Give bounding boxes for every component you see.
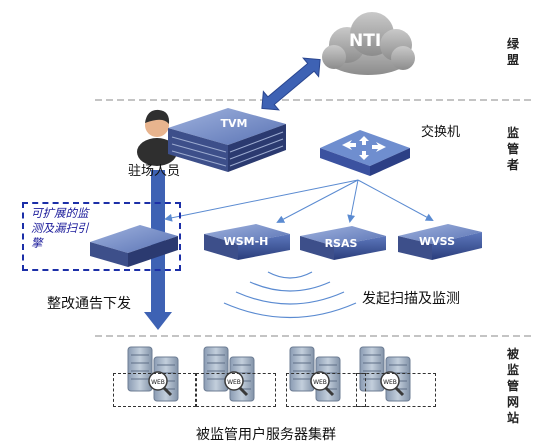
rsas-device-icon [300, 226, 386, 260]
scan-engine-dashed-box [22, 202, 181, 271]
rsas-label: RSAS [324, 237, 358, 250]
tvm-device-icon [168, 108, 286, 172]
scan-wave-icon [223, 271, 357, 319]
scan-engine-device-icon [90, 225, 178, 267]
wvss-device-icon [398, 224, 482, 260]
person-label: 驻场人员 [128, 164, 181, 179]
switch-label: 交换机 [421, 125, 461, 140]
server-icon [127, 346, 153, 392]
server-group-box-1 [113, 373, 196, 407]
wvss-label: WVSS [419, 235, 455, 248]
server-group-box-3 [286, 373, 366, 407]
server-group-box-4 [356, 373, 436, 407]
scan-label: 发起扫描及监测 [362, 291, 460, 307]
server-icon [359, 346, 385, 392]
link-switch-wsmh [276, 179, 359, 223]
link-switch-scan-engine [164, 179, 359, 222]
web-magnifier-icon: WEB [148, 371, 173, 397]
web-magnifier-icon: WEB [380, 371, 405, 397]
scan-engine-label: 可扩展的监测及漏扫引擎 [31, 206, 89, 250]
web-magnifier-icon: WEB [224, 371, 249, 397]
server-icon [289, 346, 315, 392]
link-switch-rsas [347, 179, 359, 223]
web-badge-label: WEB [151, 379, 165, 386]
wsmh-label: WSM-H [223, 235, 269, 248]
person-icon [137, 109, 177, 166]
servers-label: 被监管用户服务器集群 [196, 427, 336, 443]
server-icon [203, 346, 229, 392]
wsmh-device-icon [204, 224, 290, 260]
web-magnifier-icon: WEB [310, 371, 335, 397]
web-badge-label: WEB [383, 379, 397, 386]
section-label-middle: 监管者 [506, 126, 519, 172]
nti-cloud-icon [322, 12, 415, 75]
web-badge-label: WEB [227, 379, 241, 386]
cloud-label: NTI [349, 31, 382, 51]
bidirectional-arrow-icon [261, 57, 321, 111]
section-label-bottom: 被监管网站 [506, 347, 519, 425]
tvm-label: TVM [220, 117, 248, 130]
web-badge-label: WEB [313, 379, 327, 386]
link-switch-wvss [357, 179, 434, 221]
server-group-box-2 [196, 373, 276, 407]
section-label-top: 绿盟 [506, 37, 519, 67]
switch-icon [320, 130, 410, 176]
notice-label: 整改通告下发 [47, 296, 131, 312]
